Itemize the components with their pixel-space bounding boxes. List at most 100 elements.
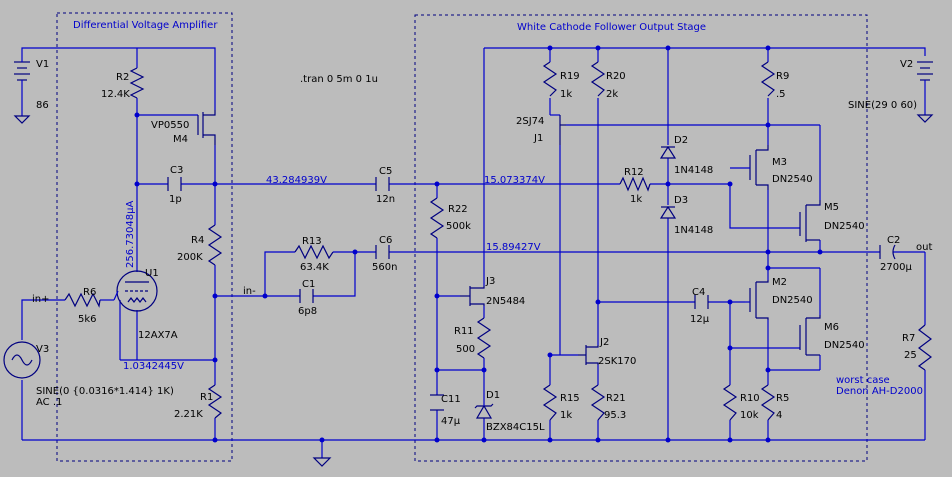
in-minus-label: in- bbox=[243, 286, 256, 297]
r12-value: 1k bbox=[630, 194, 642, 205]
section-right-title: White Cathode Follower Output Stage bbox=[517, 22, 706, 33]
r21-value: 95.3 bbox=[604, 410, 626, 421]
battery-v1-symbol bbox=[13, 52, 31, 124]
r2-value: 12.4K bbox=[101, 89, 130, 100]
j2-name: J2 bbox=[599, 337, 609, 348]
capacitor-c2 bbox=[879, 244, 896, 260]
r19-name: R19 bbox=[560, 71, 580, 82]
d1-name: D1 bbox=[486, 390, 500, 401]
r13-name: R13 bbox=[302, 236, 322, 247]
r10-name: R10 bbox=[740, 393, 760, 404]
resistor-r13 bbox=[294, 244, 334, 260]
d3-value: 1N4148 bbox=[674, 225, 713, 236]
triode-u1 bbox=[113, 270, 158, 312]
resistor-r10 bbox=[722, 384, 738, 421]
c4-name: C4 bbox=[692, 287, 705, 298]
r7-value: 25 bbox=[904, 350, 917, 361]
net-voltage-n4: 1.0342445V bbox=[123, 361, 184, 372]
resistor-r4 bbox=[207, 224, 223, 266]
c2-name: C2 bbox=[887, 235, 900, 246]
m6-name: M6 bbox=[824, 322, 839, 333]
m2-name: M2 bbox=[772, 277, 787, 288]
v1-name: V1 bbox=[36, 59, 49, 70]
r12-name: R12 bbox=[624, 167, 644, 178]
r1-name: R1 bbox=[200, 392, 213, 403]
ground-symbol bbox=[312, 457, 332, 467]
resistor-r7 bbox=[917, 324, 932, 371]
r6-value: 5k6 bbox=[78, 314, 97, 325]
net-voltage-n2: 15.073374V bbox=[484, 175, 545, 186]
m2-value: DN2540 bbox=[772, 295, 813, 306]
note-line2: Denon AH-D2000 bbox=[836, 386, 923, 397]
c6-value: 560n bbox=[372, 262, 397, 273]
jfet-j1 bbox=[559, 115, 566, 145]
j3-name: J3 bbox=[485, 276, 495, 287]
r5-value: 4 bbox=[776, 410, 782, 421]
r4-name: R4 bbox=[191, 235, 204, 246]
m4-value: VP0550 bbox=[151, 120, 189, 131]
j3-value: 2N5484 bbox=[486, 296, 525, 307]
resistor-r6 bbox=[64, 292, 101, 308]
c3-value: 1p bbox=[169, 194, 182, 205]
resistor-r5 bbox=[760, 384, 776, 421]
r5-name: R5 bbox=[776, 393, 789, 404]
c11-value: 47µ bbox=[441, 416, 461, 427]
r21-name: R21 bbox=[606, 393, 626, 404]
r6-name: R6 bbox=[83, 287, 96, 298]
resistor-r1 bbox=[207, 384, 223, 419]
resistor-r15 bbox=[542, 384, 558, 421]
r7-name: R7 bbox=[902, 333, 915, 344]
r9-value: .5 bbox=[776, 89, 786, 100]
c4-value: 12µ bbox=[690, 314, 710, 325]
diode-d2 bbox=[659, 145, 677, 159]
note-line1: worst case bbox=[836, 375, 890, 386]
j1-name: J1 bbox=[533, 133, 543, 144]
r19-value: 1k bbox=[560, 89, 572, 100]
d1-value: BZX84C15L bbox=[486, 422, 545, 433]
r1-value: 2.21K bbox=[174, 409, 203, 420]
section-left-title: Differential Voltage Amplifier bbox=[73, 20, 218, 31]
jfet-j2 bbox=[578, 345, 599, 365]
m5-value: DN2540 bbox=[824, 221, 865, 232]
u1-name: U1 bbox=[145, 268, 159, 279]
r20-name: R20 bbox=[606, 71, 626, 82]
m3-name: M3 bbox=[772, 157, 787, 168]
capacitor-c4 bbox=[694, 295, 709, 309]
mosfet-m6 bbox=[799, 315, 821, 356]
v3-value2: AC .1 bbox=[36, 397, 62, 408]
r20-value: 2k bbox=[606, 89, 618, 100]
m6-value: DN2540 bbox=[824, 340, 865, 351]
capacitor-c11 bbox=[430, 394, 444, 411]
r22-value: 500k bbox=[446, 221, 471, 232]
d2-name: D2 bbox=[674, 135, 688, 146]
net-voltage-n3: 15.89427V bbox=[486, 242, 541, 253]
capacitor-c1 bbox=[299, 289, 314, 303]
capacitor-c3 bbox=[167, 177, 182, 191]
c1-value: 6p8 bbox=[298, 306, 317, 317]
resistor-r22 bbox=[429, 197, 445, 239]
battery-v2-symbol bbox=[916, 61, 934, 123]
j1-value: 2SJ74 bbox=[516, 116, 544, 127]
r15-value: 1k bbox=[560, 410, 572, 421]
c11-name: C11 bbox=[441, 394, 461, 405]
r11-value: 500 bbox=[456, 344, 475, 355]
r4-value: 200K bbox=[177, 252, 203, 263]
out-label: out bbox=[916, 242, 932, 253]
r2-name: R2 bbox=[116, 72, 129, 83]
v2-value: SINE(29 0 60) bbox=[848, 100, 917, 111]
v3-name: V3 bbox=[36, 344, 49, 355]
junction-dots bbox=[134, 45, 823, 443]
v1-value: 86 bbox=[36, 100, 49, 111]
r10-value: 10k bbox=[740, 410, 759, 421]
c3-name: C3 bbox=[170, 165, 183, 176]
resistor-r2 bbox=[129, 67, 145, 99]
v3-value1: SINE(0 {0.0316*1.414} 1K) bbox=[36, 386, 174, 397]
c5-name: C5 bbox=[379, 166, 392, 177]
resistor-r21 bbox=[590, 384, 606, 421]
resistor-r19 bbox=[542, 61, 558, 97]
sine-source-v3-symbol bbox=[3, 341, 41, 379]
net-current-n5: 256.73048µA bbox=[125, 201, 136, 268]
in-plus-label: in+ bbox=[32, 294, 50, 305]
v2-name: V2 bbox=[900, 59, 913, 70]
